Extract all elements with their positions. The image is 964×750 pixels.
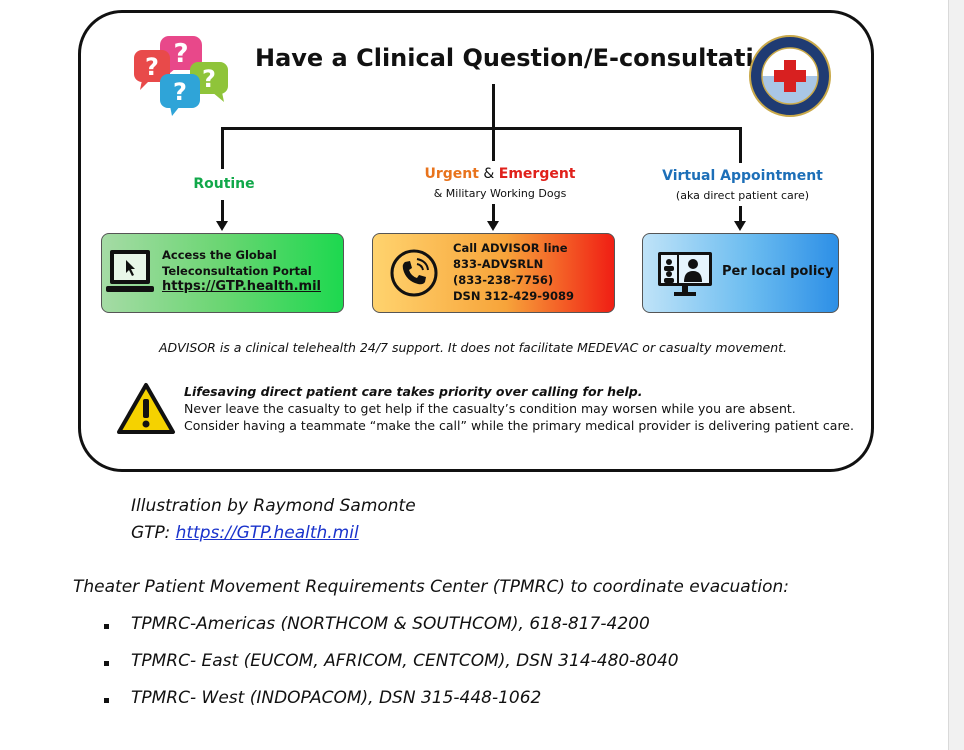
joint-trauma-system-logo [749,35,831,117]
laptop-icon [106,250,154,292]
urgent-box [372,233,615,313]
virtual-box [642,233,839,313]
urgent-sublabel: & Military Working Dogs [433,187,567,200]
svg-text:?: ? [145,53,159,81]
warning-text: Lifesaving direct patient care takes pri… [184,383,854,434]
connector-routine [221,127,224,169]
tpmrc-item-east: TPMRC- East (EUCOM, AFRICOM, CENTCOM), D… [131,651,679,671]
arrow-routine-shaft [221,200,224,222]
urgent-word: Urgent [424,166,479,182]
advisor-phone-numeric: (833-238-7756) [453,273,554,287]
gtp-link[interactable]: https://GTP.health.mil [175,523,359,543]
tpmrc-item-west: TPMRC- West (INDOPACOM), DSN 315-448-106… [131,688,542,708]
bullet-marker [104,624,109,629]
tpmrc-item-americas: TPMRC-Americas (NORTHCOM & SOUTHCOM), 61… [131,614,650,634]
illustration-credit: Illustration by Raymond Samonte [131,496,416,516]
warning-icon [117,383,175,434]
bullet-marker [104,661,109,666]
virtual-policy-text: Per local policy [722,264,834,279]
routine-label: Routine [193,176,255,192]
advisor-note: ADVISOR is a clinical telehealth 24/7 su… [158,340,788,355]
emergent-word: Emergent [498,166,576,182]
connector-horizontal [221,127,742,130]
routine-line2: Teleconsultation Portal [162,264,312,278]
video-call-icon [658,252,712,296]
advisor-line-label: Call ADVISOR line [453,241,568,255]
svg-text:?: ? [173,39,188,69]
connector-trunk [492,84,495,130]
arrow-virtual-shaft [739,206,742,222]
svg-text:?: ? [202,65,216,93]
page-edge [948,0,964,750]
warning-line3: Consider having a teammate “make the cal… [184,418,854,433]
advisor-dsn: DSN 312-429-9089 [453,289,575,303]
virtual-appointment-label: Virtual Appointment [662,168,823,184]
gtp-prefix: GTP: [131,523,176,543]
gtp-portal-link[interactable]: https://GTP.health.mil [162,279,321,294]
arrow-urgent-head [487,221,499,231]
urgent-emergent-label: Urgent & Emergent [410,166,590,182]
urgent-text: Call ADVISOR line 833-ADVSRLN (833-238-7… [453,240,574,304]
connector-urgent [492,127,495,161]
infographic-title: Have a Clinical Question/E-consultation? [255,44,802,72]
tpmrc-intro: Theater Patient Movement Requirements Ce… [73,577,789,597]
connector-virtual [739,127,742,163]
virtual-sublabel: (aka direct patient care) [675,189,810,202]
advisor-phone-alpha: 833-ADVSRLN [453,257,544,271]
bullet-marker [104,698,109,703]
warning-headline: Lifesaving direct patient care takes pri… [184,384,643,399]
warning-line2: Never leave the casualty to get help if … [184,401,796,416]
gtp-caption: GTP: https://GTP.health.mil [131,523,359,543]
question-bubbles-icon: ? ? ? ? [134,36,228,116]
arrow-urgent-shaft [492,204,495,222]
ampersand: & [478,166,499,182]
routine-line1: Access the Global [162,248,277,262]
routine-text: Access the Global Teleconsultation Porta… [162,247,321,295]
phone-icon [390,249,438,297]
arrow-virtual-head [734,221,746,231]
arrow-routine-head [216,221,228,231]
svg-text:?: ? [173,78,187,106]
